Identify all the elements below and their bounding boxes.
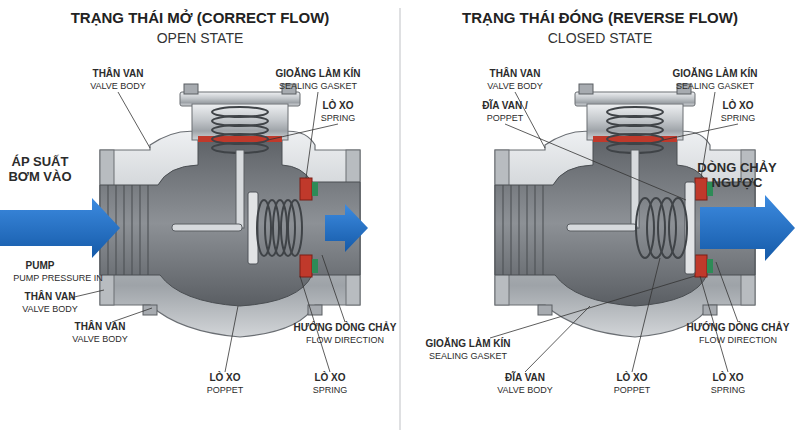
leader-line xyxy=(525,306,590,372)
leader-line xyxy=(632,258,660,372)
flow-spring xyxy=(636,198,687,258)
part-label: LÒ XO xyxy=(314,372,345,384)
part-label: VALVE BODY xyxy=(72,334,128,344)
flow-label: ÁP SUẤT BƠM VÀO xyxy=(3,155,77,185)
part-label: LÒ XO xyxy=(209,372,240,384)
part-label: LÒ XO xyxy=(616,372,647,384)
part-label: PUMP PRESSURE IN xyxy=(13,273,102,283)
panel-title: TRẠNG THÁI ĐÓNG (REVERSE FLOW) xyxy=(462,9,738,26)
part-label: LÒ XO xyxy=(322,100,353,112)
part-label: SEALING GASKET xyxy=(279,81,357,91)
part-label: POPPET xyxy=(614,385,651,395)
part-label: FLOW DIRECTION xyxy=(306,335,384,345)
part-label: POPPET xyxy=(207,385,244,395)
leader-line xyxy=(268,124,338,140)
leader-lines xyxy=(70,92,738,372)
part-label: SPRING xyxy=(313,385,348,395)
part-label: PUMP xyxy=(26,260,55,272)
part-label: SPRING xyxy=(711,385,746,395)
part-label: LÒ XO xyxy=(722,100,753,112)
part-label: THÂN VAN xyxy=(490,68,541,80)
part-label: THÂN VAN xyxy=(75,321,126,333)
part-label: LÒ XO xyxy=(712,372,743,384)
spring-coil xyxy=(288,200,302,256)
leader-line xyxy=(112,308,152,322)
panel-title: TRẠNG THÁI MỞ (CORRECT FLOW) xyxy=(71,9,330,26)
part-label: VALVE BODY xyxy=(90,81,146,91)
leader-line xyxy=(505,124,686,200)
leader-line xyxy=(716,262,738,322)
part-label: GIOĂNG LÀM KÍN xyxy=(426,338,511,350)
part-label: ĐĨA VAN xyxy=(505,372,545,384)
panel-subtitle: CLOSED STATE xyxy=(548,30,653,46)
flow-label: DÒNG CHẢY NGƯỢC xyxy=(695,161,779,191)
leader-line xyxy=(225,306,238,372)
part-label: FLOW DIRECTION xyxy=(699,335,777,345)
part-label: GIOĂNG LÀM KÍN xyxy=(276,68,361,80)
spring-coil xyxy=(647,198,665,258)
flow-arrow xyxy=(325,204,368,252)
leader-line xyxy=(118,92,150,148)
flow-arrow xyxy=(700,195,795,261)
part-label: THÂN VAN xyxy=(25,291,76,303)
spring-coil xyxy=(669,198,687,258)
part-label: SEALING GASKET xyxy=(429,351,507,361)
flow-arrow xyxy=(0,198,120,258)
part-label: HƯỚNG DÒNG CHẢY xyxy=(687,322,790,334)
part-label: POPPET xyxy=(487,113,524,123)
part-label: GIOĂNG LÀM KÍN xyxy=(673,68,758,80)
part-label: VALVE BODY xyxy=(487,81,543,91)
part-label: VALVE BODY xyxy=(22,304,78,314)
part-label: VALVE BODY xyxy=(497,385,553,395)
spring-coil xyxy=(658,198,676,258)
part-label: SEALING GASKET xyxy=(676,81,754,91)
panel-subtitle: OPEN STATE xyxy=(157,30,244,46)
valve-body xyxy=(100,84,360,337)
part-label: SPRING xyxy=(721,113,756,123)
leader-line xyxy=(306,92,318,178)
leader-line xyxy=(663,124,738,140)
part-label: ĐĨA VAN / xyxy=(482,100,528,112)
panel-divider xyxy=(399,8,401,430)
spring-coil xyxy=(636,198,654,258)
part-label: THÂN VAN xyxy=(93,68,144,80)
part-label: SPRING xyxy=(321,113,356,123)
leader-line xyxy=(490,276,695,338)
part-label: HƯỚNG DÒNG CHẢY xyxy=(294,322,397,334)
flow-spring xyxy=(257,200,302,256)
leader-line xyxy=(322,255,345,322)
